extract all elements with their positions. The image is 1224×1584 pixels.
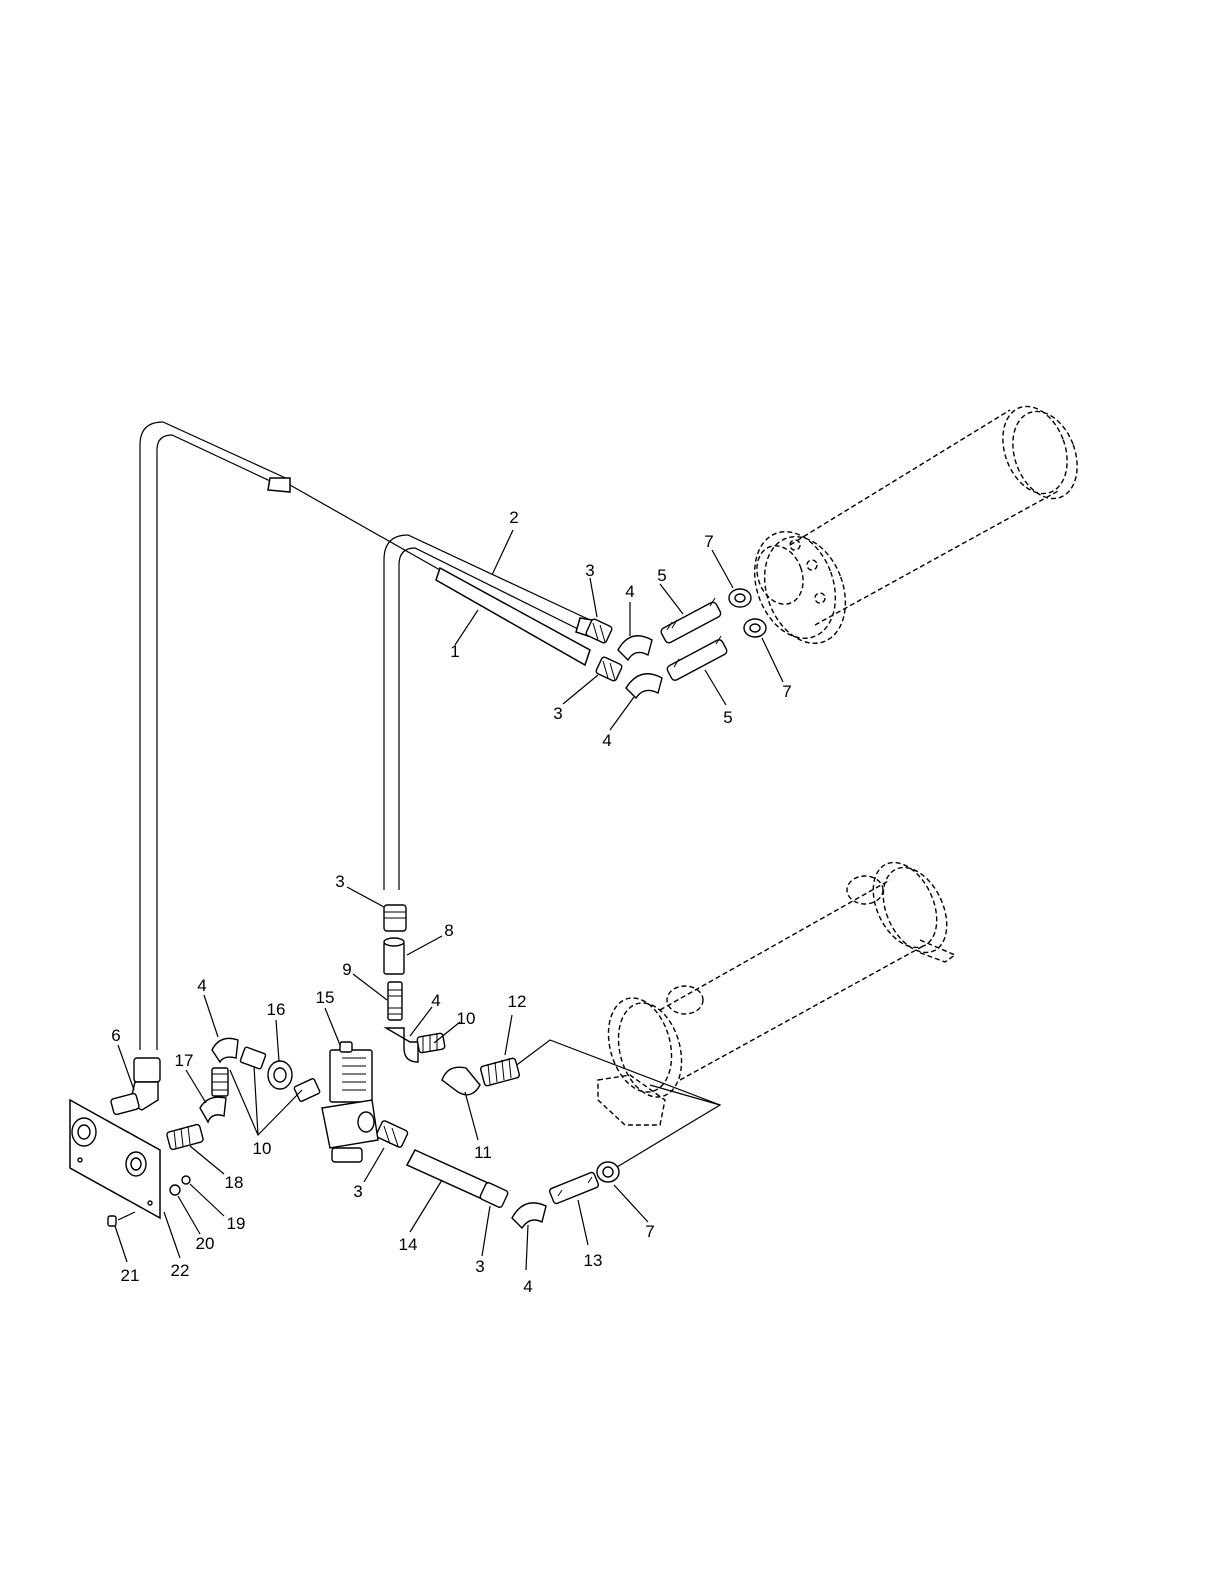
callout-7: 7 [782, 682, 791, 701]
callout-4: 4 [523, 1277, 532, 1296]
callout-2: 2 [509, 508, 518, 527]
leader-lines [115, 530, 783, 1270]
callout-3: 3 [353, 1182, 362, 1201]
callout-1: 1 [450, 642, 459, 661]
callout-9: 9 [342, 960, 351, 979]
callout-8: 8 [444, 921, 453, 940]
callout-16: 16 [267, 1000, 286, 1019]
callout-15: 15 [316, 988, 335, 1007]
callout-4: 4 [431, 991, 440, 1010]
callout-5: 5 [657, 566, 666, 585]
callout-5: 5 [723, 708, 732, 727]
callout-3: 3 [553, 704, 562, 723]
callout-4: 4 [197, 976, 206, 995]
lower-pipe-run [376, 1120, 619, 1228]
callout-21: 21 [121, 1266, 140, 1285]
callout-20: 20 [196, 1234, 215, 1253]
lower-heat-exchanger [510, 852, 959, 1170]
long-pipe-assembly [140, 422, 590, 1050]
callout-18: 18 [225, 1173, 244, 1192]
callout-7: 7 [645, 1222, 654, 1241]
callout-7: 7 [704, 532, 713, 551]
callout-14: 14 [399, 1235, 418, 1254]
callout-4: 4 [625, 582, 634, 601]
callout-17: 17 [175, 1051, 194, 1070]
callout-3: 3 [335, 872, 344, 891]
callout-3: 3 [585, 561, 594, 580]
callout-10: 10 [253, 1139, 272, 1158]
callout-4: 4 [602, 731, 611, 750]
callout-3: 3 [475, 1257, 484, 1276]
callout-11: 11 [474, 1143, 492, 1162]
valve-assembly [322, 1042, 378, 1162]
mounting-plate [70, 1100, 160, 1218]
callout-22: 22 [171, 1261, 190, 1280]
callout-6: 6 [111, 1026, 120, 1045]
upper-heat-exchanger [740, 397, 1088, 654]
callout-12: 12 [508, 992, 527, 1011]
callout-13: 13 [584, 1251, 603, 1270]
callout-19: 19 [227, 1214, 246, 1233]
callout-10: 10 [457, 1009, 476, 1028]
